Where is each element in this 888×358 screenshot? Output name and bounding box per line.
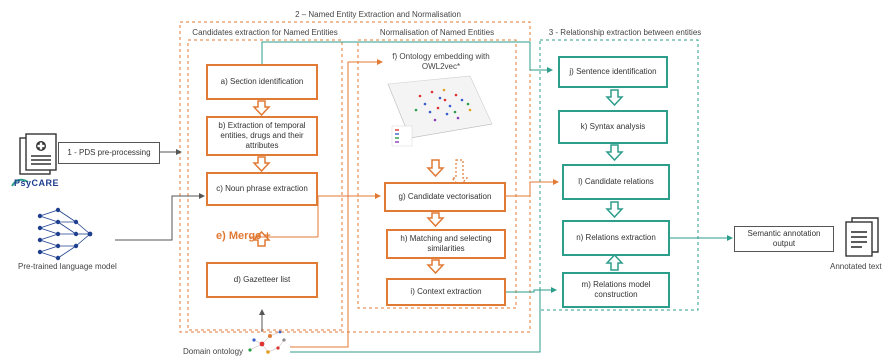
column-f-arrows (426, 159, 445, 275)
box-noun-phrase: c) Noun phrase extraction (206, 172, 318, 206)
dashed-down-arrow (450, 159, 469, 187)
domain-ontology-label: Domain ontology (183, 347, 244, 356)
column-j-arrows (605, 89, 624, 271)
section-2b-title: Normalisation of Named Entities (379, 28, 495, 37)
ontology-graph (248, 330, 286, 354)
pds-preprocessing-box: 1 - PDS pre-processing (58, 142, 160, 164)
section-2-frame (179, 21, 531, 333)
box-section-identification: a) Section identification (206, 64, 318, 100)
box-syntax-analysis: k) Syntax analysis (558, 110, 668, 144)
arrow-i-m (506, 287, 557, 293)
embedding-plot (387, 75, 493, 147)
box-candidate-vectorisation: g) Candidate vectorisation (384, 182, 506, 212)
merge-label: e) Merge (216, 230, 262, 242)
box-matching-similarities: h) Matching and selecting similarities (386, 229, 506, 259)
box-gazetteer-list: d) Gazetteer list (206, 262, 318, 298)
box-candidate-relations: l) Candidate relations (562, 164, 670, 200)
psycare-logo-mark (11, 178, 29, 187)
semantic-annotation-output-box: Semantic annotation output (734, 226, 834, 252)
line-to-j (261, 41, 553, 73)
annotated-text-label: Annotated text (830, 262, 882, 271)
arrow-g-l (506, 179, 559, 197)
neural-network-icon (37, 207, 93, 261)
section-2b-frame (357, 39, 517, 309)
arrow-ontology-f (290, 59, 383, 348)
box-temporal-extraction: b) Extraction of temporal entities, drug… (206, 116, 318, 156)
box-relations-model: m) Relations model construction (562, 272, 670, 308)
box-sentence-identification: j) Sentence identification (558, 56, 668, 88)
box-context-extraction: i) Context extraction (386, 278, 506, 306)
psycare-logo: PsyCARE (14, 178, 60, 188)
box-relations-extraction: n) Relations extraction (562, 220, 670, 256)
annotated-text-icon (845, 217, 879, 257)
arrow-lm (115, 193, 205, 241)
box-ontology-embedding: f) Ontology embedding with OWL2vec* (392, 52, 490, 71)
section-3-title: 3 - Relationship extraction between enti… (548, 28, 702, 37)
section-2-title: 2 – Named Entity Extraction and Normalis… (295, 10, 461, 19)
section-3-frame (539, 39, 699, 311)
merge-node: e) Merge + (216, 230, 271, 242)
column-a-arrows (252, 100, 271, 247)
document-icon (19, 133, 57, 175)
section-2a-title: Candidates extraction for Named Entities (192, 28, 338, 37)
language-model-label: Pre-trained language model (18, 262, 117, 271)
